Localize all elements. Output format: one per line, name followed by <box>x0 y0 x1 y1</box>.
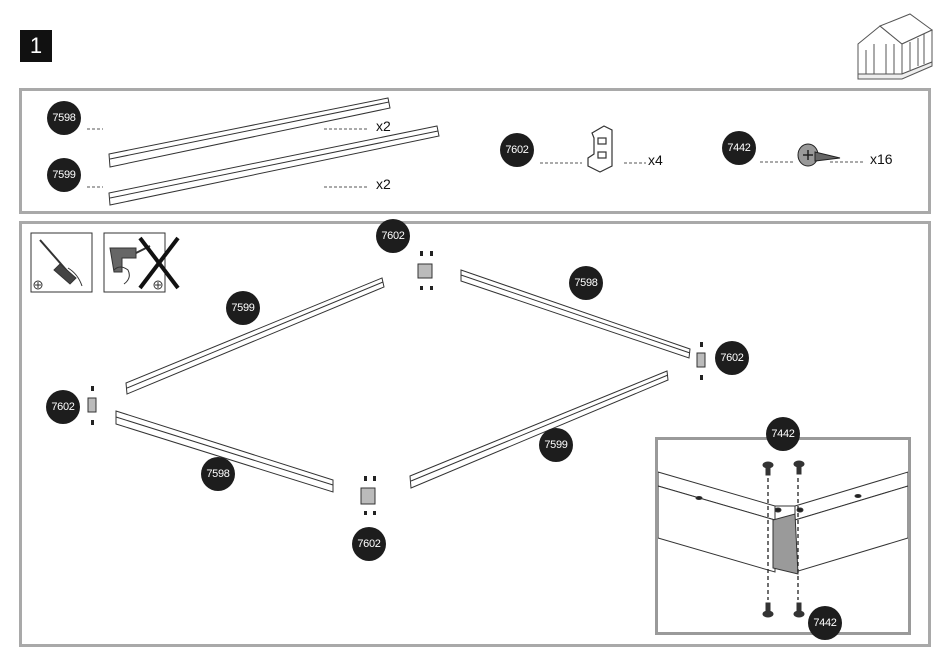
assembly-callout-7602-right: 7602 <box>715 341 749 375</box>
assembly-callout-7598-top: 7598 <box>569 266 603 300</box>
assembly-callout-7602-top: 7602 <box>376 219 410 253</box>
part-qty-7442: x16 <box>870 151 893 167</box>
assembly-callout-7602-left: 7602 <box>46 390 80 424</box>
detail-callout-bottom: 7442 <box>808 606 842 640</box>
part-callout-7598: 7598 <box>47 101 81 135</box>
part-qty-7598: x2 <box>376 118 391 134</box>
part-qty-7602: x4 <box>648 152 663 168</box>
parts-panel <box>19 88 931 214</box>
detail-callout-top: 7442 <box>766 417 800 451</box>
assembly-callout-7599-bottom: 7599 <box>539 428 573 462</box>
assembly-callout-7602-bottom: 7602 <box>352 527 386 561</box>
assembly-callout-7599-top: 7599 <box>226 291 260 325</box>
part-qty-7599: x2 <box>376 176 391 192</box>
assembly-callout-7598-bottom: 7598 <box>201 457 235 491</box>
part-callout-7599: 7599 <box>47 158 81 192</box>
greenhouse-icon <box>858 14 932 79</box>
detail-inset <box>655 437 911 635</box>
part-callout-7442: 7442 <box>722 131 756 165</box>
part-callout-7602: 7602 <box>500 133 534 167</box>
